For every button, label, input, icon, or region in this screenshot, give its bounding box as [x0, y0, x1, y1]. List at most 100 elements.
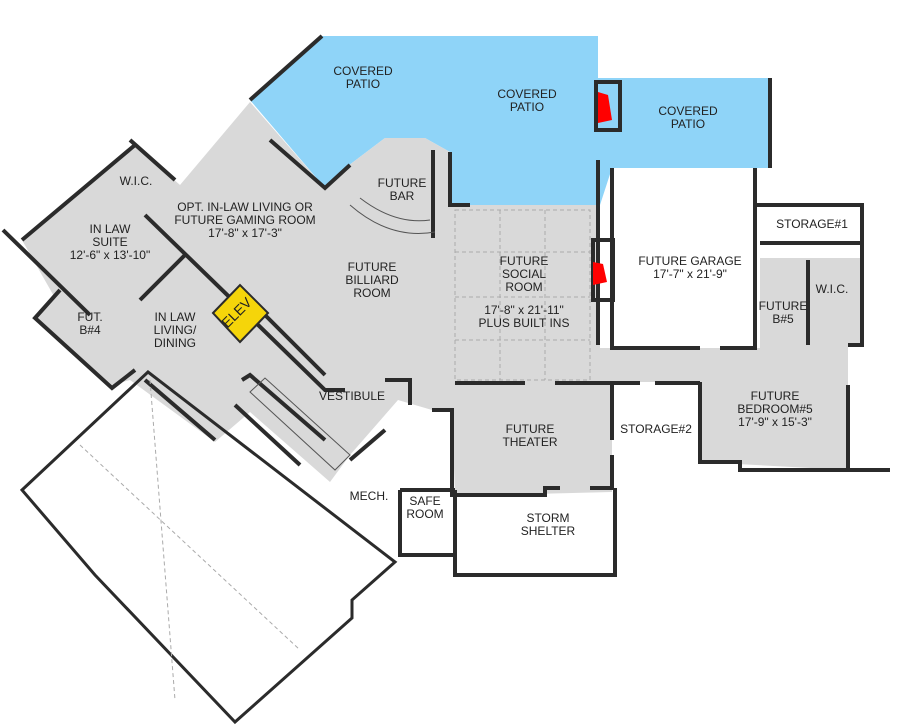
- storage-2-area: [612, 385, 700, 470]
- wall: [143, 213, 345, 392]
- room-label-line: PATIO: [346, 77, 380, 91]
- room-label-line: VESTIBULE: [319, 389, 385, 403]
- room-label-line: 17'-9" x 15'-3": [738, 415, 812, 429]
- garage-diagonal: [79, 444, 301, 651]
- room-label-line: B#5: [772, 312, 794, 326]
- garage-diagonal: [149, 379, 176, 701]
- room-label-mech: MECH.: [350, 489, 389, 503]
- storage-1-area: [760, 205, 860, 243]
- wall: [128, 138, 177, 182]
- wall: [698, 382, 850, 472]
- wall: [348, 428, 387, 462]
- room-label-line: PATIO: [671, 117, 705, 131]
- room-label-line: FUTURE: [500, 254, 549, 268]
- room-label-line: ROOM: [406, 507, 443, 521]
- room-label-line: FUTURE: [759, 299, 808, 313]
- bar-counter: [349, 197, 436, 234]
- room-label-line: FUTURE: [378, 176, 427, 190]
- wall: [268, 138, 352, 191]
- fireplace-patio: [594, 80, 622, 132]
- room-label-line: FUT.: [77, 310, 102, 324]
- room-label-line: LIVING/: [154, 323, 197, 337]
- room-label-line: MECH.: [350, 489, 389, 503]
- wall: [248, 34, 324, 102]
- room-label-line: OPT. IN-LAW LIVING OR: [177, 200, 313, 214]
- wall: [385, 378, 412, 405]
- wall: [240, 372, 327, 442]
- room-label-wic-2: W.I.C.: [816, 282, 849, 296]
- room-label-line: COVERED: [658, 104, 718, 118]
- room-label-line: DINING: [154, 336, 196, 350]
- room-label-line: FUTURE: [751, 389, 800, 403]
- room-label-line: 12'-6" x 13'-10": [70, 248, 150, 262]
- room-label-storage-2: STORAGE#2: [620, 422, 692, 436]
- room-label-line: B#4: [79, 323, 101, 337]
- room-label-line: PATIO: [510, 100, 544, 114]
- garage-area: [612, 168, 757, 348]
- room-label-social-dim: 17'-8" x 21'-11"PLUS BUILT INS: [479, 303, 570, 330]
- room-label-line: SAFE: [409, 494, 440, 508]
- wall: [448, 152, 470, 207]
- room-label-line: BEDROOM#5: [737, 402, 813, 416]
- room-label-line: 17'-8" x 21'-11": [484, 303, 564, 317]
- wall: [453, 488, 617, 577]
- room-label-line: THEATER: [502, 435, 557, 449]
- wall: [1, 228, 92, 317]
- room-label-line: FUTURE GAMING ROOM: [174, 213, 315, 227]
- room-label-line: STORM: [526, 511, 569, 525]
- wall: [398, 490, 455, 557]
- room-label-line: COVERED: [333, 64, 393, 78]
- wall: [263, 313, 327, 377]
- room-label-line: FUTURE: [506, 422, 555, 436]
- room-label-line: FUTURE: [348, 260, 397, 274]
- room-label-line: W.I.C.: [816, 282, 849, 296]
- fireplace-fire-icon: [598, 92, 612, 123]
- room-label-storage-1: STORAGE#1: [776, 217, 848, 231]
- room-label-line: STORAGE#1: [776, 217, 848, 231]
- finished-interior-area: [22, 102, 860, 496]
- room-label-line: W.I.C.: [120, 174, 153, 188]
- wall: [590, 455, 614, 490]
- room-label-line: STORAGE#2: [620, 422, 692, 436]
- room-label-line: SHELTER: [521, 524, 576, 538]
- room-label-line: IN LAW: [155, 310, 197, 324]
- wall: [233, 403, 302, 467]
- staircase: [249, 377, 351, 471]
- room-label-line: COVERED: [497, 87, 557, 101]
- wall: [610, 168, 700, 350]
- wall: [138, 253, 187, 302]
- room-label-line: SUITE: [92, 235, 127, 249]
- room-label-line: 17'-7" x 21'-9": [653, 267, 727, 281]
- wall: [20, 143, 137, 242]
- room-label-wic-1: W.I.C.: [120, 174, 153, 188]
- room-label-line: PLUS BUILT INS: [479, 316, 570, 330]
- wall: [143, 378, 217, 442]
- covered-patio-area: [250, 36, 770, 205]
- room-label-line: 17'-8" x 17'-3": [208, 226, 282, 240]
- fireplace-fire-icon: [593, 262, 607, 285]
- room-label-line: BAR: [390, 189, 415, 203]
- elevator: ELEV: [211, 283, 270, 344]
- room-label-line: ROOM: [353, 286, 390, 300]
- social-ceiling-grid: [454, 209, 591, 381]
- room-label-line: IN LAW: [90, 222, 132, 236]
- wall: [32, 288, 137, 391]
- room-label-line: SOCIAL: [502, 267, 546, 281]
- wall: [432, 408, 560, 497]
- wall: [720, 168, 757, 350]
